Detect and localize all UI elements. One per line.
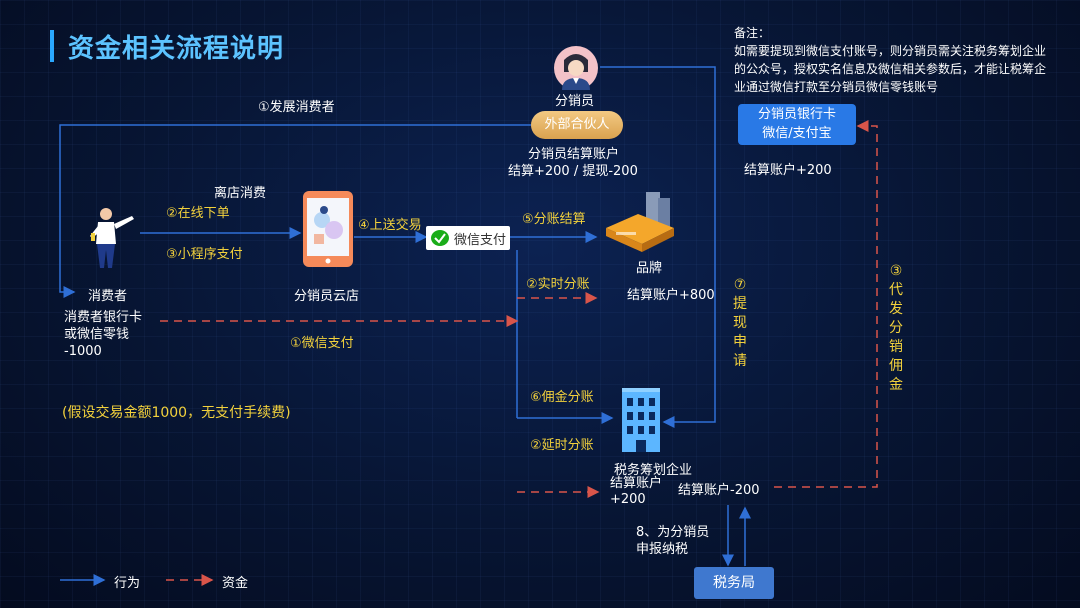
step-payout-commission: ③代发分销佣金 [889,263,903,393]
step-split-settlement: ⑤分账结算 [522,212,586,227]
tax-company-building-icon [622,388,660,452]
line-develop-consumer [59,124,531,298]
step-upload-transaction: ④上送交易 [358,218,422,233]
wechat-logo-icon [431,230,449,246]
step-tax-declare-block: 8、为分销员 申报纳税 [636,524,709,558]
cloud-store-label: 分销员云店 [294,289,360,304]
brand-label: 品牌 [636,261,663,276]
page-title: 资金相关流程说明 [68,34,285,64]
legend-funds-label: 资金 [222,576,249,591]
step-miniapp-pay: ③小程序支付 [166,247,243,262]
tax-company-settle-label: 结算账户-200 [678,483,760,498]
tax-company-account-line1: 结算账户 [610,476,663,491]
distributor-settle-label: 结算+200 / 提现-200 [508,164,638,179]
step-online-order: ②在线下单 [166,206,230,221]
note-box: 备注： 如需要提现到微信支付账号，则分销员需关注税务筹划企业的公众号，授权实名信… [734,24,1054,96]
distributor-avatar-icon [554,46,598,90]
step-realtime-split: ②实时分账 [526,277,590,292]
leave-store-label: 离店消费 [214,186,267,201]
tax-company-label: 税务筹划企业 [614,463,693,478]
consumer-label: 消费者 [88,289,128,304]
bank-card-line2: 微信/支付宝 [762,126,832,141]
tax-company-account-line2: +200 [610,492,646,507]
consumer-account-line2: 或微信零钱 [64,327,130,342]
bank-card-line1: 分销员银行卡 [757,107,836,122]
consumer-account-line1: 消费者银行卡 [64,310,143,325]
step-delayed-split: ②延时分账 [530,438,594,453]
note-body: 如需要提现到微信支付账号，则分销员需关注税务筹划企业的公众号，授权实名信息及微信… [734,44,1047,94]
wechat-pay-badge: 微信支付 [426,226,510,250]
tax-company-account-block: 结算账户 +200 [610,476,662,508]
partner-badge: 外部合伙人 [531,111,623,139]
phone-store-icon [303,191,353,267]
brand-building-icon [606,192,674,252]
brand-settle-label: 结算账户+800 [627,288,715,303]
step-withdraw-request: ⑦提现申请 [733,277,747,369]
tax-bureau-box: 税务局 [694,567,774,599]
distributor-bank-box: 分销员银行卡 微信/支付宝 [738,104,856,145]
note-head: 备注： [734,26,771,40]
consumer-person-icon [90,208,134,268]
assumption-note: (假设交易金额1000，无支付手续费) [62,405,291,421]
line-withdraw-request [600,66,716,428]
step-wechat-pay: ①微信支付 [290,336,354,351]
step-tax-declare-line1: 8、为分销员 [636,525,710,540]
step-commission-split: ⑥佣金分账 [530,390,594,405]
consumer-account-line3: -1000 [64,344,102,359]
step-develop-consumer: ①发展消费者 [258,100,335,115]
consumer-account-block: 消费者银行卡 或微信零钱 -1000 [64,309,142,360]
line-funds-payout [774,120,878,488]
title-accent-bar [50,30,54,62]
distributor-account-label: 分销员结算账户 [528,147,620,162]
legend-action-label: 行为 [114,576,141,591]
distributor-label: 分销员 [555,94,595,109]
wechat-pay-label: 微信支付 [454,232,507,248]
step-tax-declare-line2: 申报纳税 [636,542,689,557]
bank-settle-label: 结算账户+200 [744,163,832,178]
